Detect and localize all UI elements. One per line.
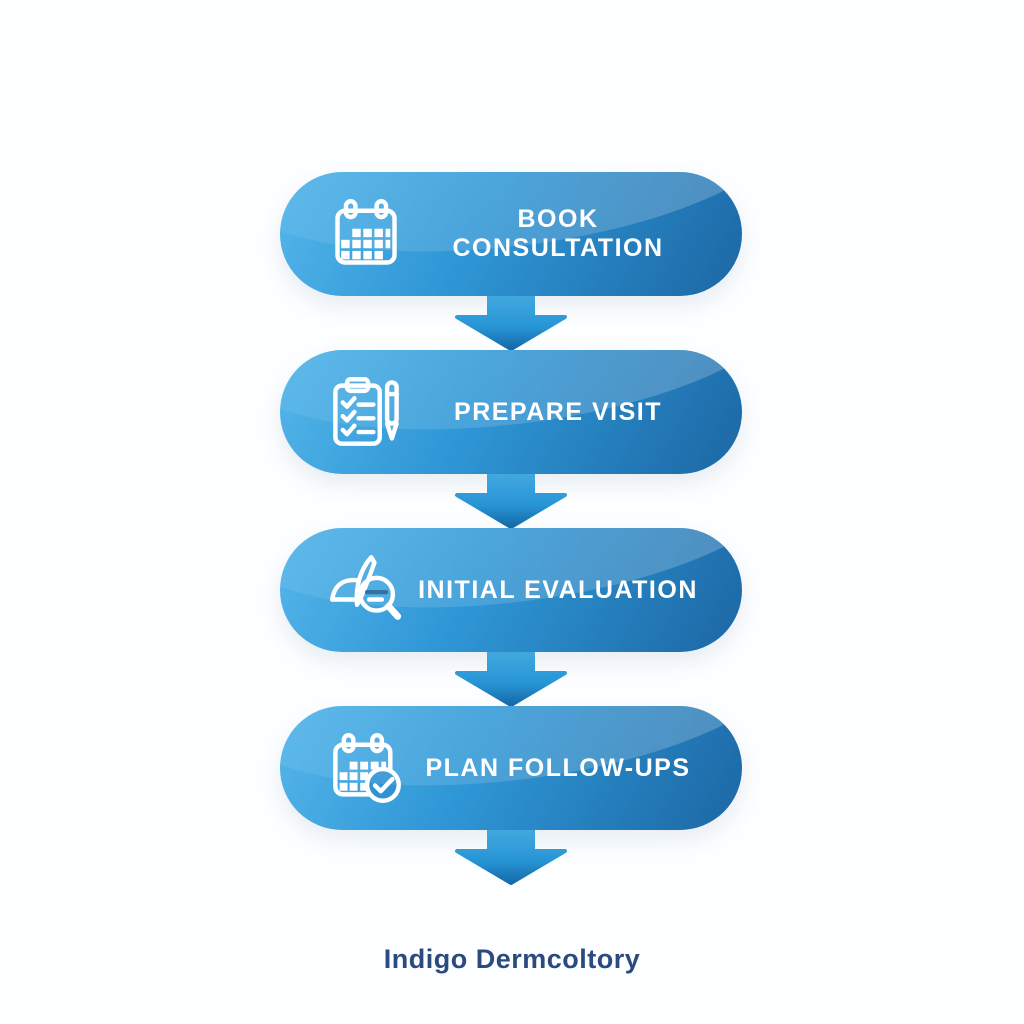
calendar-icon bbox=[328, 196, 404, 272]
clinic-name: Indigo Dermcoltory bbox=[383, 944, 641, 974]
calendar-check-icon bbox=[328, 730, 404, 806]
step-book-consultation: BOOK CONSULTATION bbox=[280, 172, 742, 296]
step-label: INITIAL EVALUATION bbox=[418, 575, 698, 604]
down-arrow-icon bbox=[455, 473, 567, 529]
step-plan-follow-ups: PLAN FOLLOW-UPS bbox=[280, 706, 742, 830]
step-label: BOOK CONSULTATION bbox=[452, 205, 664, 262]
skin-magnifier-icon bbox=[328, 552, 404, 628]
step-initial-evaluation: INITIAL EVALUATION bbox=[280, 528, 742, 652]
step-label: PREPARE VISIT bbox=[454, 397, 662, 426]
step-label: PLAN FOLLOW-UPS bbox=[425, 753, 691, 782]
down-arrow-icon bbox=[455, 295, 567, 351]
down-arrow-icon bbox=[455, 651, 567, 707]
clipboard-checklist-pen-icon bbox=[328, 374, 404, 450]
down-arrow-icon bbox=[455, 829, 567, 885]
process-flow: BOOK CONSULTATION bbox=[280, 172, 742, 885]
step-prepare-visit: PREPARE VISIT bbox=[280, 350, 742, 474]
